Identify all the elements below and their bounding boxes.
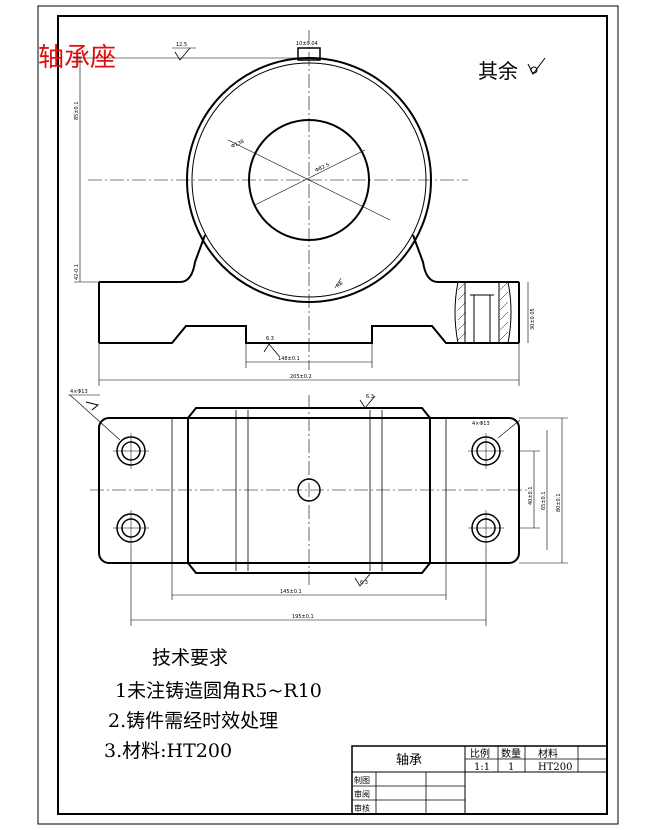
dim-plan-h3: 80±0.1 xyxy=(556,493,562,512)
dim-roughness-bottom: 6.3 xyxy=(266,336,274,342)
dim-plan-h1: 40±0.1 xyxy=(528,486,534,505)
dim-r-small: R8 xyxy=(335,281,344,290)
title-scale-value: 1:1 xyxy=(474,762,490,773)
dim-plan-h2: 65±0.1 xyxy=(541,491,547,510)
outer-boss-inner-circle xyxy=(191,62,427,298)
bolt-hole-top-right xyxy=(468,433,504,469)
dim-base-inner: 148±0.1 xyxy=(278,356,300,362)
title-role-drawn: 制图 xyxy=(354,775,370,785)
surface-note-label: 其余 xyxy=(478,59,518,83)
requirement-1: 1未注铸造圆角R5~R10 xyxy=(115,680,322,702)
title-role-approved: 审核 xyxy=(354,803,370,813)
inner-border xyxy=(57,15,608,815)
requirements-heading: 技术要求 xyxy=(152,647,228,669)
dim-plan-w1: 145±0.1 xyxy=(280,589,302,595)
roughness-symbol-icon xyxy=(527,57,546,75)
title-scale-label: 比例 xyxy=(470,747,490,760)
plan-view xyxy=(68,394,568,626)
title-material-label: 材料 xyxy=(538,747,558,760)
title-block xyxy=(351,745,608,815)
surface-finish-note: 其余 xyxy=(478,57,546,83)
bolt-hole-bottom-left xyxy=(113,510,149,546)
title-part-name: 轴承 xyxy=(396,753,422,768)
title-material-value: HT200 xyxy=(538,762,572,773)
dim-plan-w2: 195±0.1 xyxy=(292,614,314,620)
base-right-flank xyxy=(412,234,519,283)
dim-height-left: 42-0.1 xyxy=(74,264,80,280)
dim-height-upper: 85±0.1 xyxy=(74,101,80,120)
bolt-hole-bottom-right xyxy=(468,510,504,546)
requirement-3: 3.材料:HT200 xyxy=(104,740,232,762)
title-role-reviewed: 审阅 xyxy=(354,789,370,799)
dim-plan-roughness-top: 6.3 xyxy=(366,394,374,400)
dim-hole-left: 4×Φ13 xyxy=(70,389,88,395)
base-bottom-profile xyxy=(99,325,519,344)
title-qty-value: 1 xyxy=(508,762,514,773)
top-tab xyxy=(297,47,321,61)
dim-top-tab: 10±0.04 xyxy=(296,41,318,47)
dim-dia-outer: Φ138 xyxy=(230,139,245,150)
dim-plan-bottom-roughness: 6.3 xyxy=(360,580,368,586)
title-qty-label: 数量 xyxy=(501,747,521,760)
base-left-flank xyxy=(99,234,206,283)
front-view xyxy=(74,30,529,386)
bore-circle xyxy=(248,119,370,241)
dim-roughness-top-left: 12.5 xyxy=(176,42,187,48)
outer-border xyxy=(37,5,619,825)
dim-base-total: 205±0.2 xyxy=(290,374,312,380)
dim-dia-bore: Φ82.5 xyxy=(314,162,330,174)
dim-hole-right: 4×Φ13 xyxy=(472,421,490,427)
bolt-hole-top-left xyxy=(113,433,149,469)
outer-boss-circle xyxy=(186,57,432,303)
dim-height-right: 30±0.05 xyxy=(530,308,536,330)
section-hatching xyxy=(457,281,509,341)
requirement-2: 2.铸件需经时效处理 xyxy=(108,710,278,732)
oil-hole xyxy=(297,478,321,502)
section-bolt-hole xyxy=(464,281,500,344)
